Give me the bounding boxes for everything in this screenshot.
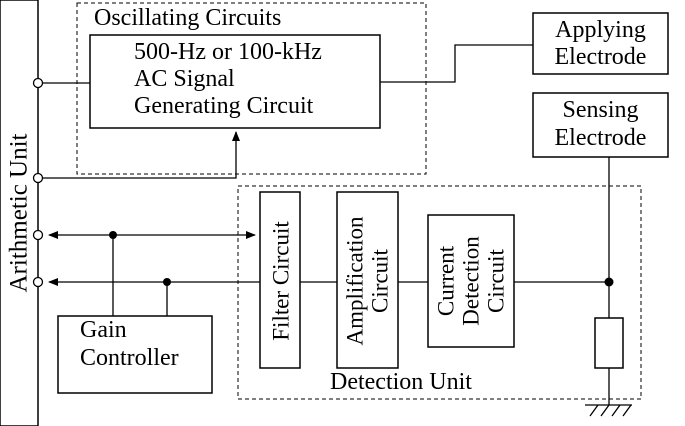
detection-unit-label: Detection Unit [330, 369, 472, 395]
filter-circuit-box [259, 191, 301, 369]
terminal-2 [32, 172, 44, 184]
sensing-electrode-line1: Sensing [562, 97, 639, 123]
arithmetic-unit-label: Arithmetic Unit [5, 133, 33, 293]
ac-generator-line3: Generating Circuit [134, 93, 314, 119]
amplification-circuit-line1: Amplification [342, 216, 368, 346]
wire-generator-applying [380, 44, 533, 83]
gain-controller-line2: Controller [80, 345, 179, 371]
junction-dot-signal [163, 278, 171, 286]
current-detection-circuit-box [427, 214, 515, 348]
resistor [594, 317, 624, 369]
sensing-electrode-line2: Electrode [554, 125, 647, 151]
wire-control-generator [43, 131, 240, 179]
gain-controller-box [57, 315, 213, 394]
ac-generator-line1: 500-Hz or 100-kHz [134, 39, 322, 65]
amplification-circuit-line2: Circuit [367, 249, 393, 313]
amplification-circuit-box [336, 191, 399, 369]
junction-dot-bus [109, 231, 117, 239]
current-detection-line2: Detection [458, 236, 484, 326]
filter-circuit-label: Filter Circuit [268, 221, 294, 341]
terminal-4 [32, 276, 44, 288]
terminal-1 [32, 77, 44, 89]
arithmetic-unit-box [0, 0, 39, 426]
applying-electrode-box [532, 12, 669, 75]
oscillating-circuits-label: Oscillating Circuits [94, 5, 282, 31]
gain-controller-line1: Gain [80, 317, 127, 343]
terminal-3 [32, 229, 44, 241]
applying-electrode-line2: Electrode [554, 44, 647, 70]
current-detection-line1: Current [433, 245, 459, 317]
junction-dot-sensing [604, 277, 614, 287]
ac-generator-line2: AC Signal [134, 66, 235, 92]
current-detection-line3: Circuit [483, 249, 509, 313]
oscillating-circuits-frame [76, 2, 427, 175]
sensing-electrode-box [532, 92, 669, 158]
applying-electrode-line1: Applying [555, 17, 646, 43]
